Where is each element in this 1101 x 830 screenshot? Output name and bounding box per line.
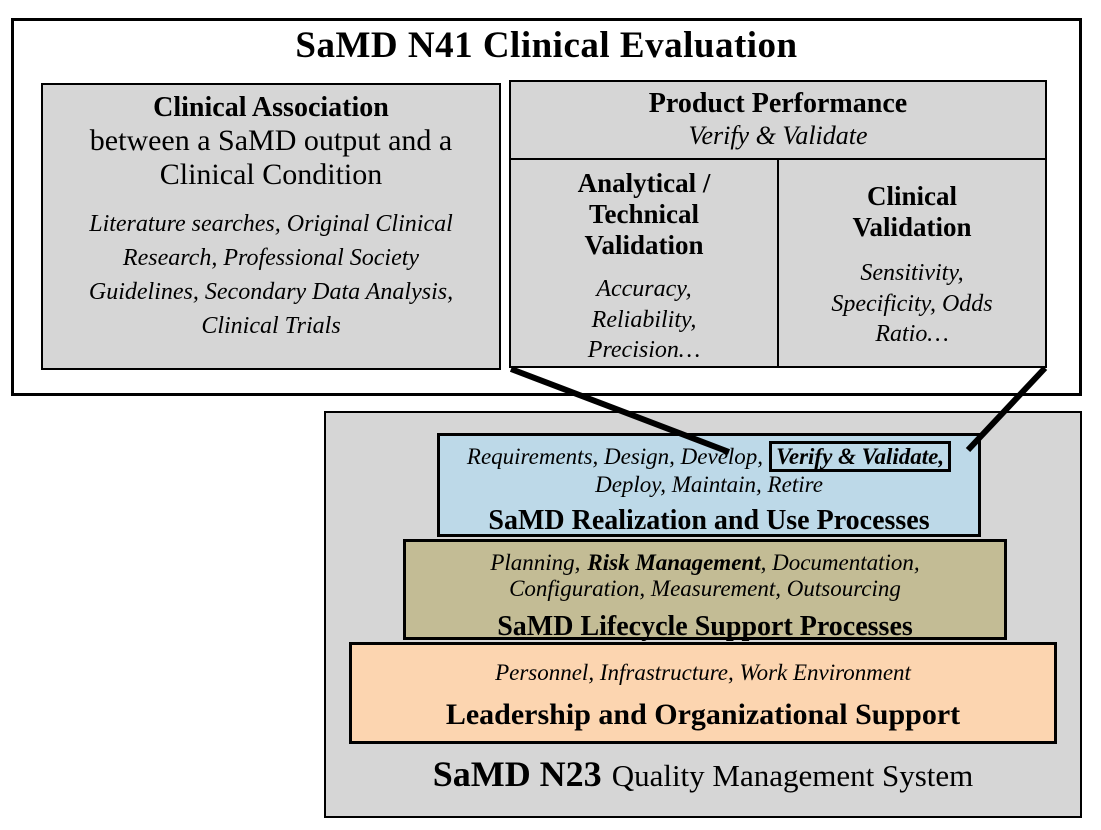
lifecycle-activities-line1: Planning,Risk Management, Documentation, xyxy=(406,550,1004,576)
verify-validate-highlight: Verify & Validate, xyxy=(769,441,952,473)
product-performance-cells: Analytical / Technical Validation Accura… xyxy=(511,159,1045,366)
clinical-validation-metrics: Sensitivity, Specificity, Odds Ratio… xyxy=(831,259,993,348)
realization-label: SaMD Realization and Use Processes xyxy=(488,505,930,537)
clinical-association-methods: Literature searches, Original Clinical R… xyxy=(88,211,454,340)
n23-title-bold: SaMD N23 xyxy=(432,754,602,794)
realization-activities-line2: Deploy, Maintain, Retire xyxy=(595,472,823,498)
clinical-association-heading: Clinical Association xyxy=(153,92,389,123)
analytical-validation-heading: Analytical / Technical Validation xyxy=(577,167,711,260)
realization-activities-line1: Requirements, Design, Develop,Verify & V… xyxy=(440,441,978,473)
analytical-validation-metrics: Accuracy, Reliability, Precision… xyxy=(587,275,701,364)
leadership-activities: Personnel, Infrastructure, Work Environm… xyxy=(495,660,911,685)
clinical-validation-heading: Clinical Validation xyxy=(852,180,972,242)
leadership-label: Leadership and Organizational Support xyxy=(445,698,961,731)
risk-management-emphasis: Risk Management xyxy=(587,550,761,575)
realization-processes-box: Requirements, Design, Develop,Verify & V… xyxy=(437,433,981,537)
analytical-validation-cell: Analytical / Technical Validation Accura… xyxy=(511,159,779,366)
clinical-association-subheading: between a SaMD output and a Clinical Con… xyxy=(89,124,453,191)
lifecycle-label: SaMD Lifecycle Support Processes xyxy=(497,611,913,642)
n23-title-regular: Quality Management System xyxy=(611,758,974,793)
product-performance-box: Product Performance Verify & Validate An… xyxy=(509,80,1047,368)
lifecycle-activities-post: , Documentation, xyxy=(760,550,920,575)
product-performance-subheading: Verify & Validate xyxy=(688,121,868,150)
product-performance-heading: Product Performance xyxy=(648,88,908,119)
n41-panel-title: SaMD N41 Clinical Evaluation xyxy=(295,25,798,66)
clinical-association-box: Clinical Association between a SaMD outp… xyxy=(41,83,501,370)
clinical-validation-cell: Clinical Validation Sensitivity, Specifi… xyxy=(779,160,1045,366)
n23-panel-title: SaMD N23 Quality Management System xyxy=(324,753,1082,795)
lifecycle-activities-pre: Planning, xyxy=(490,550,581,575)
lifecycle-support-box: Planning,Risk Management, Documentation,… xyxy=(403,539,1007,642)
lifecycle-activities-line2: Configuration, Measurement, Outsourcing xyxy=(509,576,901,601)
leadership-support-box: Personnel, Infrastructure, Work Environm… xyxy=(349,642,1057,744)
realization-activities-pre: Requirements, Design, Develop, xyxy=(466,444,764,469)
product-performance-header: Product Performance Verify & Validate xyxy=(511,82,1045,160)
